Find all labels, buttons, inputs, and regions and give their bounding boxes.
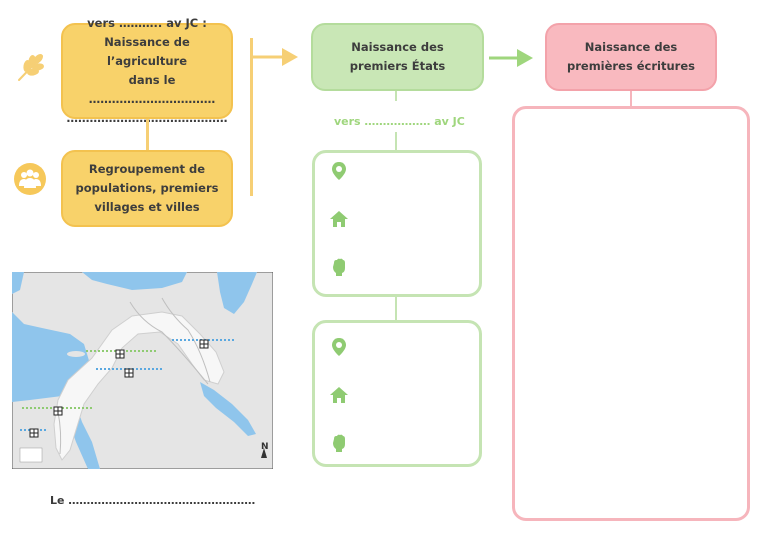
agriculture-line-3: dans le …………………………… (88, 73, 216, 106)
date-label: vers ……………… av JC (334, 115, 465, 128)
wheat-icon (18, 54, 44, 81)
green-arrow-icon (489, 49, 533, 67)
ecritures-line-2: premières écritures (567, 59, 695, 73)
villages-line-2: populations, premiers (75, 181, 219, 195)
pink-connector (630, 91, 632, 106)
ecritures-panel (512, 106, 750, 521)
location-pin-icon (332, 338, 346, 356)
group-people-icon (14, 163, 46, 195)
house-icon (330, 211, 348, 227)
raised-fist-icon (333, 434, 345, 452)
premiers-etats-box: Naissance des premiers États (311, 23, 484, 91)
etats-line-2: premiers États (349, 59, 446, 73)
agriculture-line-4: …………………………………… (66, 111, 228, 125)
yellow-arrow-icon (252, 48, 298, 66)
yellow-bracket-line (250, 38, 253, 196)
premieres-ecritures-box: Naissance des premières écritures (545, 23, 717, 91)
etat-panel-1 (312, 150, 482, 297)
ecritures-line-1: Naissance des (584, 40, 678, 54)
north-indicator: N (261, 442, 269, 452)
villages-box: Regroupement de populations, premiers vi… (61, 150, 233, 227)
middle-east-map (12, 272, 273, 469)
villages-line-3: villages et villes (94, 200, 200, 214)
agriculture-box: vers ……….. av JC : Naissance de l’agricu… (61, 16, 233, 125)
yellow-connector-vertical (146, 119, 149, 150)
green-connector-panels (395, 297, 397, 320)
etat-panel-2 (312, 320, 482, 467)
villages-line-1: Regroupement de (88, 162, 206, 176)
footer-date-label: Le …………………………………………… (50, 494, 256, 507)
raised-fist-icon (333, 258, 345, 276)
green-connector-top (395, 91, 397, 101)
agriculture-line-2: Naissance de l’agriculture (104, 35, 190, 68)
house-icon (330, 387, 348, 403)
location-pin-icon (332, 162, 346, 180)
agriculture-line-1: vers ……….. av JC : (87, 16, 207, 30)
etats-line-1: Naissance des (351, 40, 444, 54)
green-connector-mid (395, 132, 397, 150)
